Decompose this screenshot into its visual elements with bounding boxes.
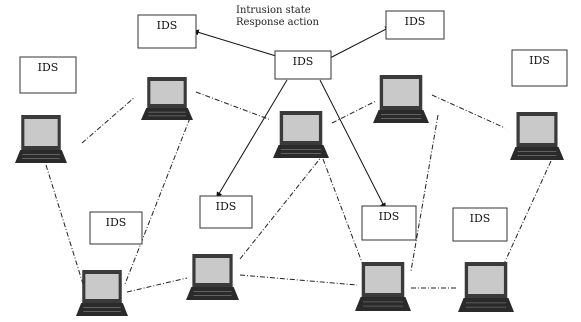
ids-box-frame	[137, 14, 197, 49]
laptop-screen	[468, 266, 504, 294]
ids-arrow-4	[319, 79, 386, 210]
laptop-screen	[150, 81, 184, 104]
network-link-8	[239, 274, 358, 286]
network-links	[45, 91, 552, 293]
ids-top-left: IDS	[137, 14, 197, 49]
ids-box-frame	[385, 10, 445, 40]
laptop-keyboard	[273, 145, 329, 158]
ids-arrow-1	[192, 29, 277, 57]
laptop-screen	[24, 119, 58, 146]
laptop-keyboard	[186, 287, 239, 300]
network-link-7	[126, 277, 188, 293]
network-link-4	[431, 94, 506, 129]
laptop-bottom-left	[76, 270, 128, 316]
ids-label: IDS	[470, 212, 491, 225]
laptop-far-left	[15, 115, 67, 163]
ids-arrow-2	[329, 26, 392, 59]
ids-label: IDS	[106, 216, 127, 229]
ids-box-frame	[89, 211, 143, 245]
laptop-screen	[195, 258, 230, 283]
ids-label: IDS	[293, 55, 314, 68]
laptop-bottom-middle	[186, 254, 239, 300]
ids-box-frame	[199, 195, 253, 229]
intrusion-state-label: Intrusion state	[236, 5, 311, 16]
ids-far-right: IDS	[511, 49, 568, 87]
laptop-screen	[365, 266, 401, 293]
laptop-screen	[383, 79, 419, 106]
laptop-screen	[519, 116, 555, 143]
network-link-9	[239, 150, 327, 260]
laptop-keyboard	[15, 150, 67, 163]
laptop-upper-left	[141, 77, 193, 120]
ids-far-left: IDS	[19, 56, 77, 94]
laptop-keyboard	[76, 303, 128, 316]
laptop-right-top	[373, 75, 429, 123]
laptop-keyboard	[458, 298, 514, 312]
laptop-screen	[283, 115, 319, 141]
ids-arrow-3	[216, 79, 288, 199]
laptop-center	[273, 111, 329, 158]
network-link-10	[322, 158, 367, 274]
network-link-5	[45, 164, 84, 285]
ids-lower-middle: IDS	[199, 195, 253, 229]
network-nodes	[15, 75, 564, 316]
network-link-11	[410, 114, 439, 272]
laptop-keyboard	[373, 110, 429, 123]
laptop-keyboard	[510, 147, 564, 160]
ids-box-frame	[361, 205, 417, 241]
response-action-label: Response action	[236, 17, 319, 28]
ids-lower-right: IDS	[452, 207, 508, 242]
laptop-keyboard	[141, 108, 193, 120]
laptop-keyboard	[355, 297, 411, 311]
laptop-far-right	[510, 112, 564, 160]
ids-label: IDS	[379, 210, 400, 223]
laptop-bottom-center-right	[355, 262, 411, 311]
network-link-3	[331, 100, 377, 124]
laptop-bottom-right	[458, 262, 514, 312]
ids-label: IDS	[157, 19, 178, 32]
laptop-screen	[85, 274, 119, 299]
network-link-6	[124, 117, 191, 285]
ids-center: IDS	[274, 50, 332, 80]
ids-box-frame	[274, 50, 332, 80]
ids-label: IDS	[216, 200, 237, 213]
ids-lower-left: IDS	[89, 211, 143, 245]
ids-box-frame	[19, 56, 77, 94]
ids-label: IDS	[405, 15, 426, 28]
ids-label: IDS	[529, 54, 550, 67]
ids-lower-center-right: IDS	[361, 205, 417, 241]
network-link-13	[502, 160, 552, 267]
ids-label: IDS	[38, 61, 59, 74]
network-link-2	[195, 91, 272, 121]
ids-boxes: IDS IDS IDS IDS IDS IDS IDS IDS IDS	[19, 10, 568, 245]
ids-box-frame	[511, 49, 568, 87]
ids-top-right: IDS	[385, 10, 445, 40]
network-link-1	[81, 96, 136, 144]
ids-communication-arrows	[192, 26, 392, 210]
ids-box-frame	[452, 207, 508, 242]
